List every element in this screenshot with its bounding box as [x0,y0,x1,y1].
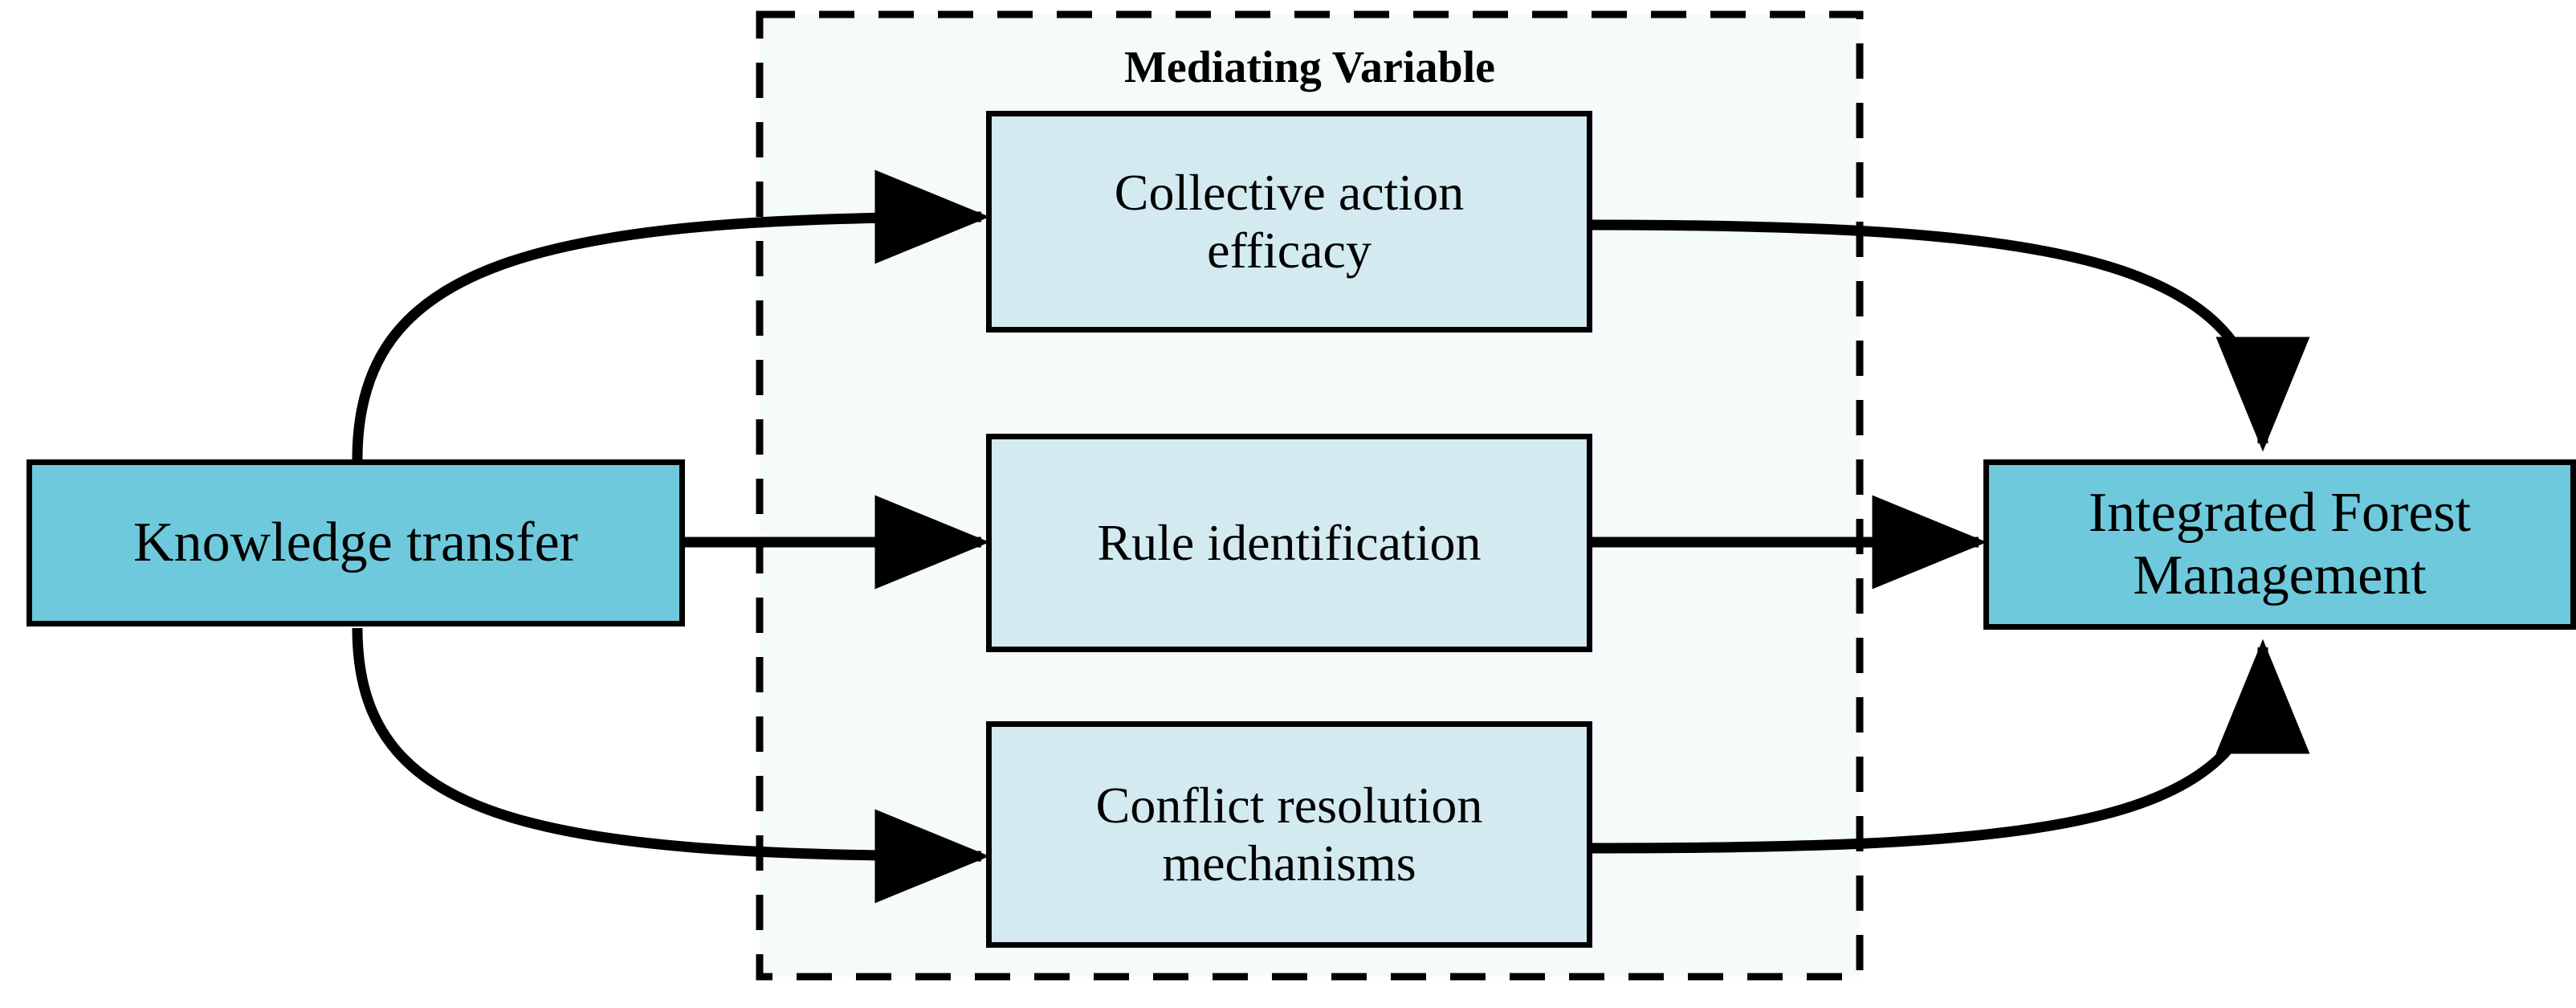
node-knowledge-transfer[interactable]: Knowledge transfer [26,459,685,626]
node-rule-identification[interactable]: Rule identification [986,434,1592,652]
edge-collective-efficacy-to-outcome [1589,219,2310,452]
node-integrated-forest-management[interactable]: Integrated Forest Management [1983,459,2576,630]
edge-knowledge-to-conflict-resolution [352,627,990,904]
edge-conflict-resolution-to-outcome [1589,639,2310,854]
node-conflict-resolution-mechanisms[interactable]: Conflict resolution mechanisms [986,721,1592,948]
edge-knowledge-to-collective-efficacy [352,169,990,460]
region-title: Mediating Variable [1123,43,1496,92]
node-collective-action-efficacy[interactable]: Collective action efficacy [986,111,1592,333]
